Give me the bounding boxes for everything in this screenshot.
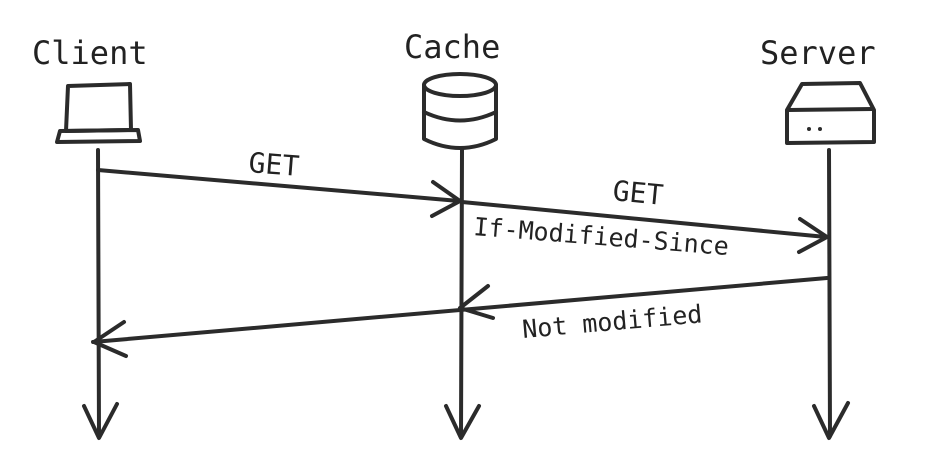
message-label-not-modified: Not modified xyxy=(521,299,703,344)
message-label-get-1: GET xyxy=(247,146,300,183)
database-icon xyxy=(422,72,498,150)
message-arrow-not-modified xyxy=(91,276,829,358)
server-icon xyxy=(785,81,876,145)
participant-label-server: Server xyxy=(760,34,876,72)
message-label-get-2: GET xyxy=(611,174,665,212)
lifeline-server xyxy=(812,148,850,440)
laptop-icon xyxy=(55,82,142,144)
server-indicator-dot xyxy=(818,127,822,131)
lifeline-cache xyxy=(444,148,481,440)
participant-label-cache: Cache xyxy=(404,28,500,66)
participant-label-client: Client xyxy=(32,34,148,72)
message-arrow-get-2 xyxy=(460,200,829,254)
message-sublabel-if-modified-since: If-Modified-Since xyxy=(473,212,730,261)
lifeline-client xyxy=(82,148,119,440)
server-indicator-dot xyxy=(807,127,811,131)
message-arrow-get-1 xyxy=(96,168,462,218)
